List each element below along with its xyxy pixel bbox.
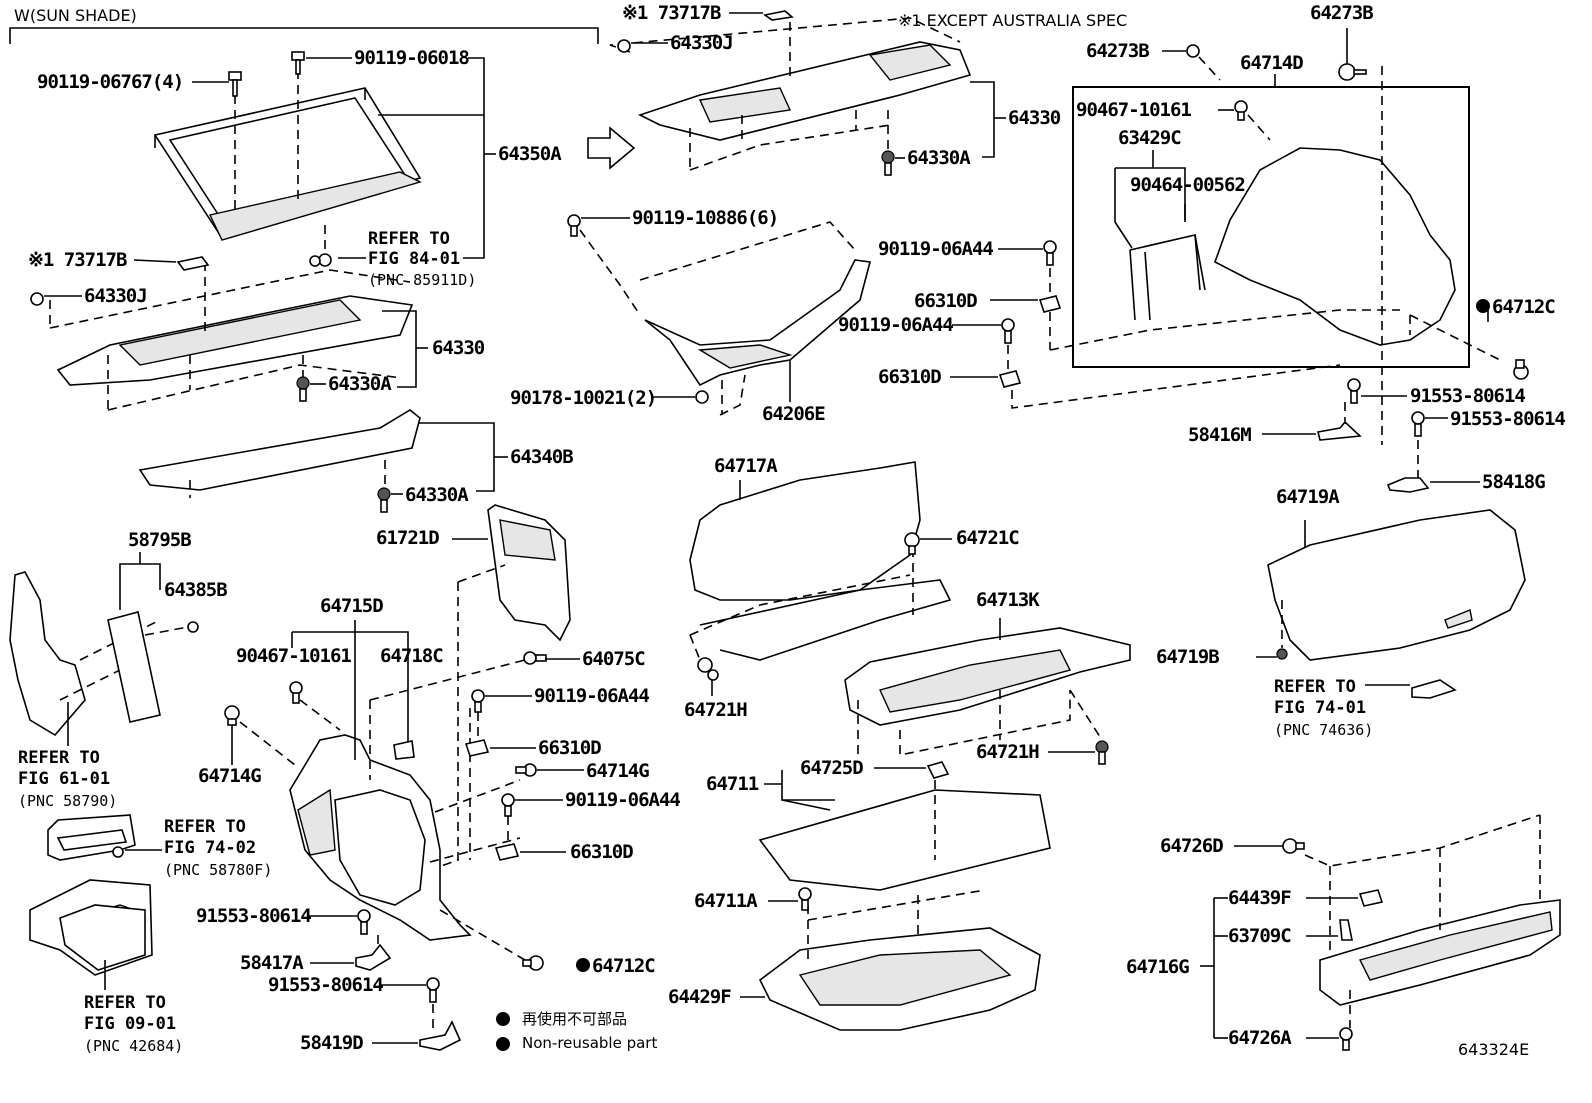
part-label: 64717A [714, 455, 778, 477]
part-label: 64350A [498, 143, 562, 165]
legend-jp: 再使用不可部品 [522, 1010, 628, 1028]
part-label: 64726A [1228, 1027, 1292, 1049]
part-label: 64715D [320, 595, 384, 617]
part-label: 61721D [376, 527, 440, 549]
part-label: 64385B [164, 579, 228, 601]
footnote: ※1 EXCEPT AUSTRALIA SPEC [898, 11, 1128, 30]
part-label: 64721H [976, 741, 1040, 763]
part-label: 91553-80614 [196, 905, 312, 927]
part-label: ※1 73717B [622, 2, 721, 24]
refer-label: REFER TO [1274, 677, 1356, 697]
part-label: ※1 73717B [28, 249, 127, 271]
legend-dot [496, 1012, 510, 1026]
part-label: 66310D [878, 366, 942, 388]
legend-dot [496, 1037, 510, 1051]
part-label: 58419D [300, 1032, 364, 1054]
part-label: 64718C [380, 645, 444, 667]
part-label: 66310D [538, 737, 602, 759]
part-label: 90178-10021(2) [510, 387, 657, 409]
part-label: 64273B [1086, 40, 1150, 62]
part-label: 64075C [582, 648, 646, 670]
part-label: 64714G [586, 760, 650, 782]
refer-label: FIG 84-01 [368, 249, 461, 269]
part-label: 64330 [432, 337, 485, 359]
part-label: 64273B [1310, 2, 1374, 24]
refer-label: FIG 09-01 [84, 1014, 177, 1034]
refer-label: REFER TO [18, 748, 100, 768]
part-label: 64340B [510, 446, 574, 468]
group-label: W(SUN SHADE) [14, 6, 137, 25]
part-label: 90119-06018 [354, 47, 470, 69]
part-label: 91553-80614 [1450, 408, 1566, 430]
refer-label: FIG 61-01 [18, 769, 111, 789]
part-label: 66310D [570, 841, 634, 863]
refer-label: REFER TO [368, 229, 450, 249]
refer-label: FIG 74-01 [1274, 698, 1367, 718]
part-label: 91553-80614 [268, 974, 384, 996]
part-label: 90467-10161 [236, 645, 352, 667]
part-label: 58795B [128, 529, 192, 551]
part-label: 90119-06A44 [838, 314, 954, 336]
refer-pnc: (PNC 58780F) [164, 861, 273, 879]
part-label: 63709C [1228, 925, 1292, 947]
refer-pnc: (PNC 58790) [18, 792, 118, 810]
refer-pnc: (PNC 74636) [1274, 721, 1374, 739]
non-reusable-dot [576, 958, 590, 972]
part-label: 64713K [976, 589, 1040, 611]
part-label: 64330 [1008, 107, 1061, 129]
part-label: 58416M [1188, 424, 1252, 446]
part-label: 58418G [1482, 471, 1546, 493]
part-label: 64439F [1228, 887, 1292, 909]
part-label: 64716G [1126, 956, 1190, 978]
part-label: 64719A [1276, 486, 1340, 508]
part-label: 90119-06767(4) [37, 71, 184, 93]
part-label: 64429F [668, 986, 732, 1008]
part-label: 64330A [907, 147, 971, 169]
part-label: 64726D [1160, 835, 1224, 857]
refer-label: FIG 74-02 [164, 838, 257, 858]
legend-en: Non-reusable part [522, 1034, 658, 1052]
refer-pnc: (PNC 85911D) [368, 271, 477, 289]
part-label: 64712C [592, 955, 656, 977]
part-label: 64330J [670, 32, 734, 54]
part-label: 90119-06A44 [534, 685, 650, 707]
part-label: 63429C [1118, 127, 1182, 149]
part-label: 64711 [706, 773, 759, 795]
part-label: 64725D [800, 757, 864, 779]
part-label: 91553-80614 [1410, 385, 1526, 407]
part-label: 58417A [240, 952, 304, 974]
non-reusable-dot [1476, 299, 1490, 313]
part-label: 90467-10161 [1076, 99, 1192, 121]
part-label: 64330A [405, 484, 469, 506]
part-label: 90464-00562 [1130, 174, 1246, 196]
part-label: 90119-06A44 [878, 238, 994, 260]
refer-label: REFER TO [84, 993, 166, 1013]
part-label: 90119-06A44 [565, 789, 681, 811]
part-label: 64721C [956, 527, 1020, 549]
part-label: 64712C [1492, 296, 1556, 318]
refer-pnc: (PNC 42684) [84, 1037, 184, 1055]
diagram-id: 643324E [1458, 1040, 1530, 1059]
part-label: 64714D [1240, 52, 1304, 74]
refer-label: REFER TO [164, 817, 246, 837]
part-label: 64330J [84, 285, 148, 307]
part-label: 64330A [328, 373, 392, 395]
part-label: 64711A [694, 890, 758, 912]
part-label: 64721H [684, 699, 748, 721]
part-label: 64719B [1156, 646, 1220, 668]
part-label: 64714G [198, 765, 262, 787]
part-label: 66310D [914, 290, 978, 312]
part-label: 90119-10886(6) [632, 207, 779, 229]
sun-shade-assembly [153, 87, 422, 267]
part-label: 64206E [762, 403, 826, 425]
